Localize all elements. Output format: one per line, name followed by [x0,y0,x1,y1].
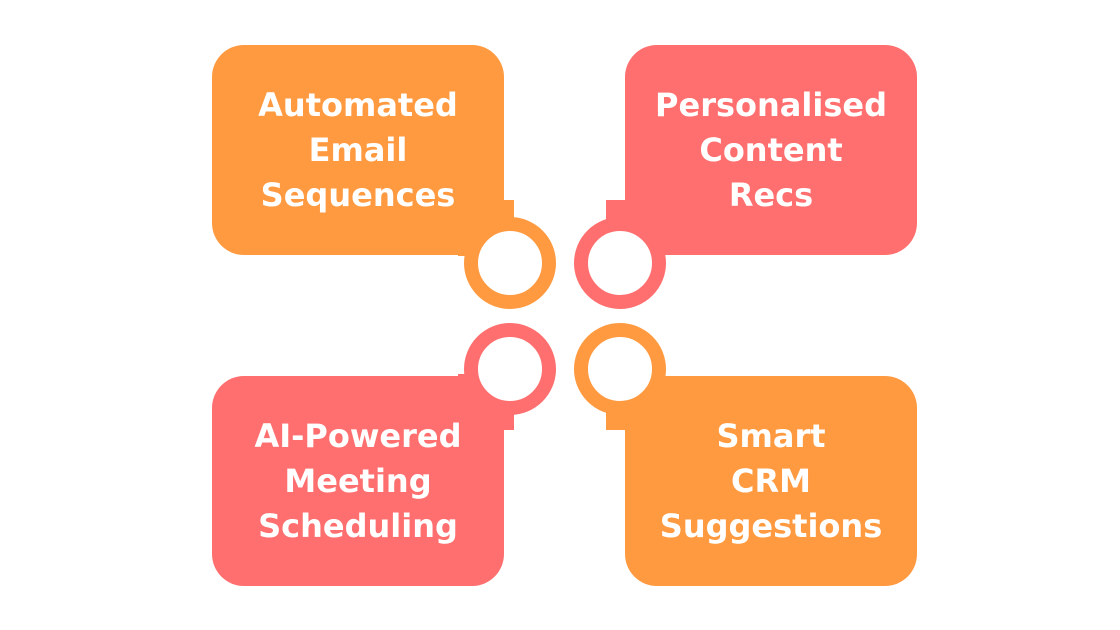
card-label: Automated Email Sequences [258,85,458,214]
connector-ring-icon [464,323,556,415]
connector-ring-icon [464,217,556,309]
connector-ring-icon [574,323,666,415]
card-label: AI-Powered Meeting Scheduling [254,416,462,545]
card-label: Smart CRM Suggestions [659,416,883,545]
card-label: Personalised Content Recs [655,85,887,214]
card-ai-powered-meeting-scheduling: AI-Powered Meeting Scheduling [212,376,504,586]
card-automated-email-sequences: Automated Email Sequences [212,45,504,255]
card-smart-crm-suggestions: Smart CRM Suggestions [625,376,917,586]
connector-ring-icon [574,217,666,309]
card-personalised-content-recs: Personalised Content Recs [625,45,917,255]
